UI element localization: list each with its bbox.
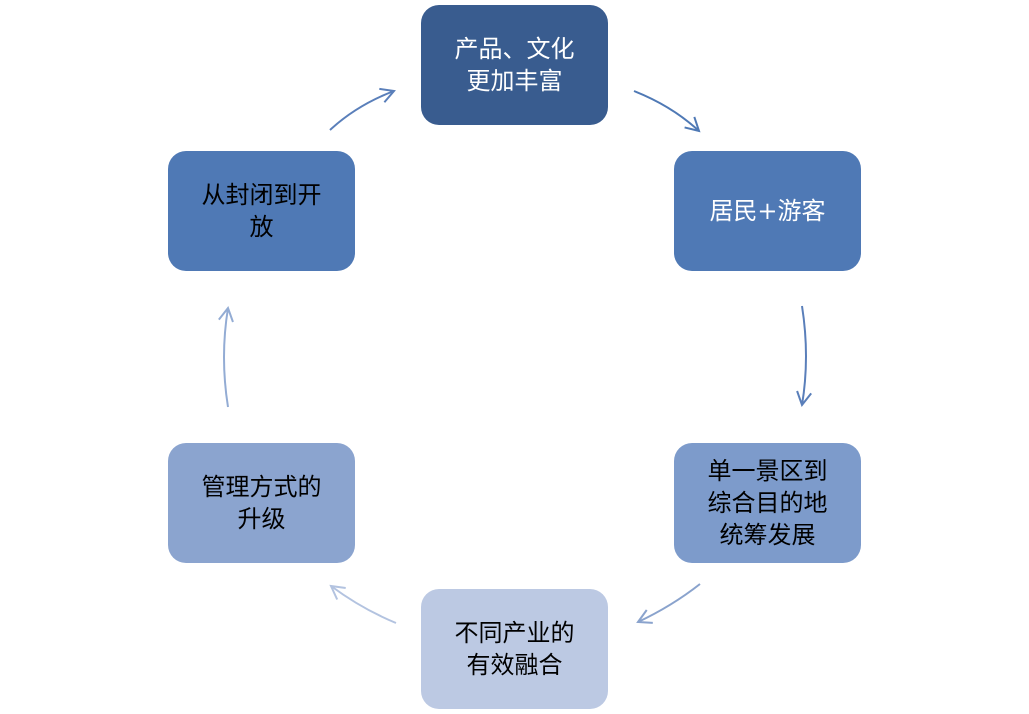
- cycle-arrow-4: [329, 584, 397, 624]
- node-scenic-to-destination: 单一景区到 综合目的地 统筹发展: [674, 443, 861, 563]
- cycle-arrow-shaft: [330, 585, 397, 624]
- cycle-arrow-5: [218, 305, 234, 408]
- cycle-arrow-shaft: [223, 307, 229, 408]
- node-management-upgrade: 管理方式的 升级: [168, 443, 355, 563]
- node-product-culture: 产品、文化 更加丰富: [421, 5, 608, 125]
- node-management-upgrade-label: 管理方式的 升级: [201, 473, 322, 533]
- node-closed-to-open: 从封闭到开 放: [168, 151, 355, 271]
- cycle-arrow-shaft: [637, 583, 701, 623]
- node-residents-tourists-label: 居民+游客: [709, 197, 826, 225]
- arrowhead-icon: [218, 305, 234, 323]
- node-industry-integration-label: 不同产业的 有效融合: [454, 619, 575, 679]
- cycle-arrow-shaft: [329, 90, 395, 131]
- node-product-culture-label: 产品、文化 更加丰富: [454, 35, 575, 95]
- cycle-arrow-1: [633, 90, 701, 133]
- arrowhead-icon: [329, 584, 346, 600]
- arrowhead-icon: [684, 116, 701, 133]
- cycle-arrow-shaft: [801, 305, 807, 406]
- node-industry-integration: 不同产业的 有效融合: [421, 589, 608, 709]
- cycle-arrow-2: [796, 305, 812, 408]
- arrowhead-icon: [379, 87, 396, 103]
- node-closed-to-open-label: 从封闭到开 放: [201, 181, 322, 241]
- cycle-arrow-3: [636, 583, 701, 624]
- arrowhead-icon: [636, 609, 653, 624]
- cycle-arrow-6: [329, 87, 396, 131]
- node-residents-tourists: 居民+游客: [674, 151, 861, 271]
- cycle-arrow-shaft: [633, 90, 700, 132]
- arrowhead-icon: [796, 390, 812, 408]
- node-scenic-to-destination-label: 单一景区到 综合目的地 统筹发展: [707, 457, 828, 549]
